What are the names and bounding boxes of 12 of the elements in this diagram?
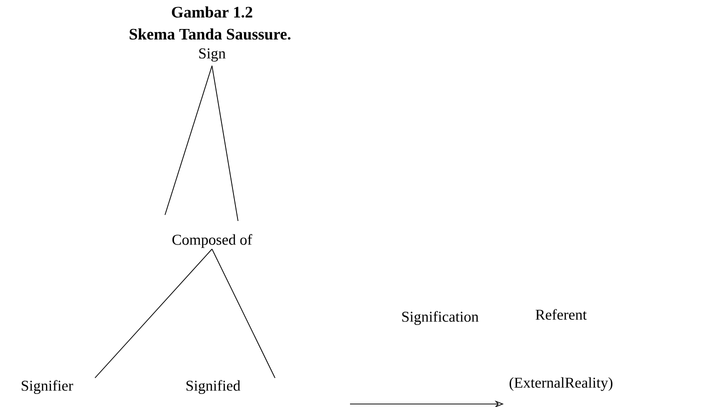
connector-line [164,65,212,216]
caption: Skema Tanda Saussure. [130,28,290,40]
node-label: Signifier [22,380,74,394]
node-label: Signified [186,380,240,394]
note-label: Signification [402,311,479,325]
node-label: Referent (ExternalReality) [510,309,612,391]
title: Gambar 1.2 [172,6,252,18]
connector-line [94,248,212,378]
connector-line [212,65,238,222]
node-label: Sign [199,48,226,62]
connector-line [212,248,276,378]
node-label: Composed of [172,234,252,248]
